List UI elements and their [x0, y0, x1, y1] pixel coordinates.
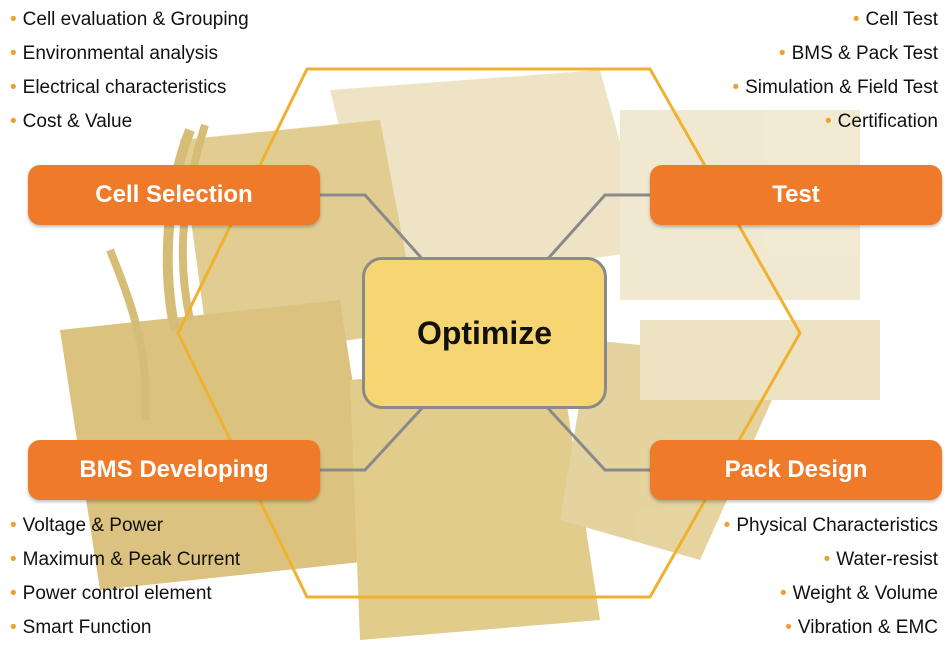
- bullet-icon: •: [732, 77, 740, 98]
- bms-developing-box: BMS Developing: [28, 440, 320, 500]
- connector-bottom-left: [320, 403, 427, 472]
- bullet-icon: •: [10, 111, 17, 132]
- bullet-icon: •: [10, 9, 17, 30]
- bullet-icon: •: [723, 515, 731, 536]
- list-item: •Cost & Value: [10, 111, 133, 132]
- bullet-icon: •: [10, 77, 17, 98]
- test-box: Test: [650, 165, 942, 225]
- list-item: •Certification: [825, 111, 938, 132]
- list-item: •Cell evaluation & Grouping: [10, 9, 249, 30]
- bullet-icon: •: [10, 549, 17, 570]
- list-item: •Maximum & Peak Current: [10, 549, 241, 570]
- bullet-icon: •: [779, 583, 787, 604]
- list-item: •Vibration & EMC: [785, 617, 938, 638]
- pack-design-bullets: •Physical Characteristics •Water-resist …: [724, 509, 938, 645]
- bullet-icon: •: [825, 111, 832, 132]
- bullet-icon: •: [778, 43, 786, 64]
- list-item: •Physical Characteristics: [723, 515, 938, 536]
- bms-developing-bullets: •Voltage & Power •Maximum & Peak Current…: [10, 509, 240, 645]
- connector-top-right: [543, 193, 650, 264]
- connector-top-left: [320, 193, 427, 264]
- bullet-icon: •: [10, 583, 17, 604]
- cell-selection-box: Cell Selection: [28, 165, 320, 225]
- bullet-icon: •: [10, 515, 17, 536]
- list-item: •Voltage & Power: [10, 515, 164, 536]
- list-item: •Water-resist: [823, 549, 938, 570]
- bullet-icon: •: [785, 617, 792, 638]
- pack-design-box: Pack Design: [650, 440, 942, 500]
- cell-selection-bullets: •Cell evaluation & Grouping •Environment…: [10, 3, 249, 139]
- connectors: [320, 193, 650, 472]
- bullet-icon: •: [10, 43, 17, 64]
- bullet-icon: •: [823, 549, 831, 570]
- list-item: •Simulation & Field Test: [732, 77, 938, 98]
- list-item: •BMS & Pack Test: [778, 43, 938, 64]
- list-item: •Power control element: [10, 583, 212, 604]
- list-item: •Environmental analysis: [10, 43, 219, 64]
- hexagon-outline: [176, 67, 802, 599]
- list-item: •Electrical characteristics: [10, 77, 227, 98]
- list-item: •Weight & Volume: [779, 583, 938, 604]
- optimize-center-box: Optimize: [362, 257, 607, 409]
- list-item: •Smart Function: [10, 617, 152, 638]
- bullet-icon: •: [852, 9, 860, 30]
- list-item: •Cell Test: [852, 9, 938, 30]
- bullet-icon: •: [10, 617, 17, 638]
- test-bullets: •Cell Test •BMS & Pack Test •Simulation …: [732, 3, 938, 139]
- connector-bottom-right: [543, 403, 650, 472]
